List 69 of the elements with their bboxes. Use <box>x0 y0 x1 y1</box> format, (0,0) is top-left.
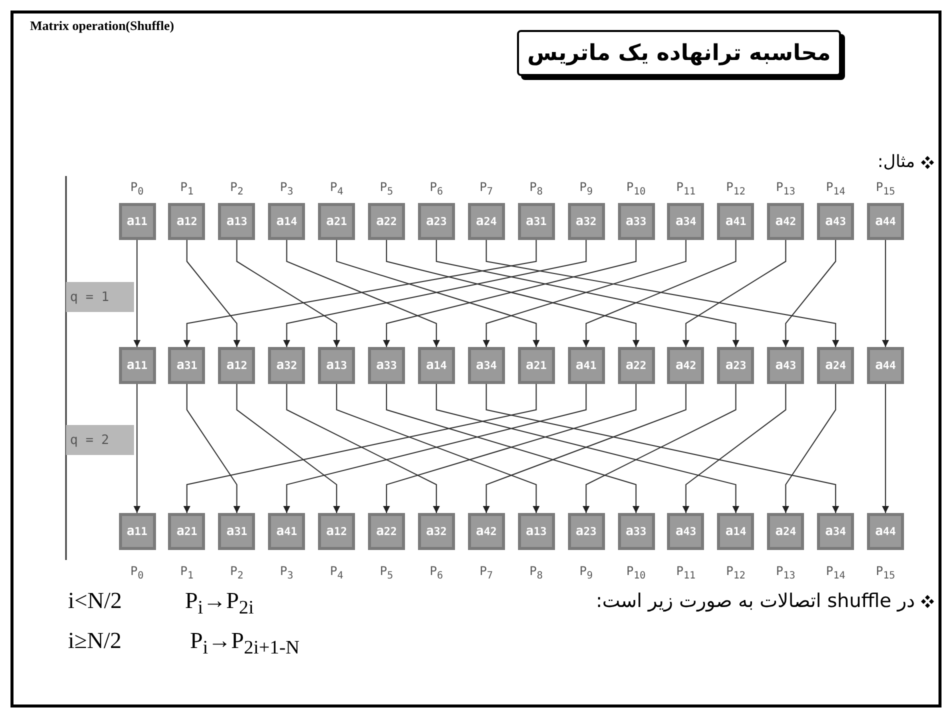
processor-label: P$_{15}$ <box>874 180 896 198</box>
arrow <box>186 240 240 347</box>
processor-label: P$_{7}$ <box>478 180 494 198</box>
condition-text: i≥N/2 <box>68 628 122 654</box>
arrow <box>482 240 686 347</box>
description-text: در shuffle اتصالات به صورت زیر است: <box>596 590 915 612</box>
processor-label: P$_{0}$ <box>129 564 145 582</box>
processor-label: P$_{9}$ <box>578 564 594 582</box>
processor-label: P$_{4}$ <box>328 180 344 198</box>
processor-label: P$_{8}$ <box>528 564 544 582</box>
condition-text: i<N/2 <box>68 588 122 614</box>
processor-label: P$_{7}$ <box>478 564 494 582</box>
processor-label: P$_{14}$ <box>824 180 846 198</box>
processor-label: P$_{3}$ <box>279 180 294 198</box>
processor-label: P$_{3}$ <box>279 564 294 582</box>
processor-label: P$_{13}$ <box>775 564 796 582</box>
arrow <box>782 240 836 347</box>
processor-label: P$_{9}$ <box>578 180 594 198</box>
title: Matrix operation(Shuffle) <box>30 18 174 34</box>
arrow <box>183 384 537 513</box>
processor-label: P$_{11}$ <box>675 564 697 582</box>
formula-text: P$_{i}$→P$_{2i+1-N}$ <box>190 628 300 660</box>
arrow <box>236 240 340 347</box>
arrow <box>286 240 440 347</box>
arrow <box>782 384 836 513</box>
processor-label: P$_{5}$ <box>378 180 394 198</box>
example-label: مثال: <box>878 152 915 172</box>
arrow <box>236 384 340 513</box>
arrow <box>134 240 140 347</box>
processor-label: P$_{8}$ <box>528 180 544 198</box>
arrow <box>134 384 140 513</box>
processor-label: P$_{10}$ <box>625 564 647 582</box>
step-label: q = 1 <box>66 282 134 312</box>
arrow <box>183 240 537 347</box>
arrow <box>882 384 889 513</box>
arrow <box>486 384 840 513</box>
processor-label: P$_{2}$ <box>229 180 244 198</box>
processor-label: P$_{1}$ <box>179 180 195 198</box>
arrow <box>336 384 540 513</box>
formula-text: P$_{i}$→P$_{2i}$ <box>185 588 254 620</box>
arrow <box>482 384 686 513</box>
arrow <box>336 240 540 347</box>
processor-label: P$_{2}$ <box>229 564 244 582</box>
processor-label: P$_{0}$ <box>129 180 145 198</box>
processor-label: P$_{6}$ <box>428 180 444 198</box>
processor-label: P$_{15}$ <box>874 564 896 582</box>
arrow <box>882 240 889 347</box>
processor-label: P$_{12}$ <box>725 564 746 582</box>
processor-label: P$_{13}$ <box>775 180 796 198</box>
arrow <box>582 384 736 513</box>
arrow <box>682 240 786 347</box>
processor-label: P$_{12}$ <box>725 180 746 198</box>
processor-label: P$_{6}$ <box>428 564 444 582</box>
arrow <box>486 240 840 347</box>
arrow <box>283 240 587 347</box>
arrow <box>186 384 240 513</box>
arrow <box>582 240 736 347</box>
arrow <box>436 240 740 347</box>
processor-label: P$_{11}$ <box>675 180 697 198</box>
processor-label: P$_{5}$ <box>378 564 394 582</box>
arrow <box>283 384 587 513</box>
processor-label: P$_{4}$ <box>328 564 344 582</box>
arrow <box>682 384 786 513</box>
processor-label: P$_{1}$ <box>179 564 195 582</box>
processor-label: P$_{14}$ <box>824 564 846 582</box>
step-label: q = 2 <box>66 425 134 455</box>
arrow <box>286 384 440 513</box>
arrow <box>436 384 740 513</box>
processor-label: P$_{10}$ <box>625 180 647 198</box>
